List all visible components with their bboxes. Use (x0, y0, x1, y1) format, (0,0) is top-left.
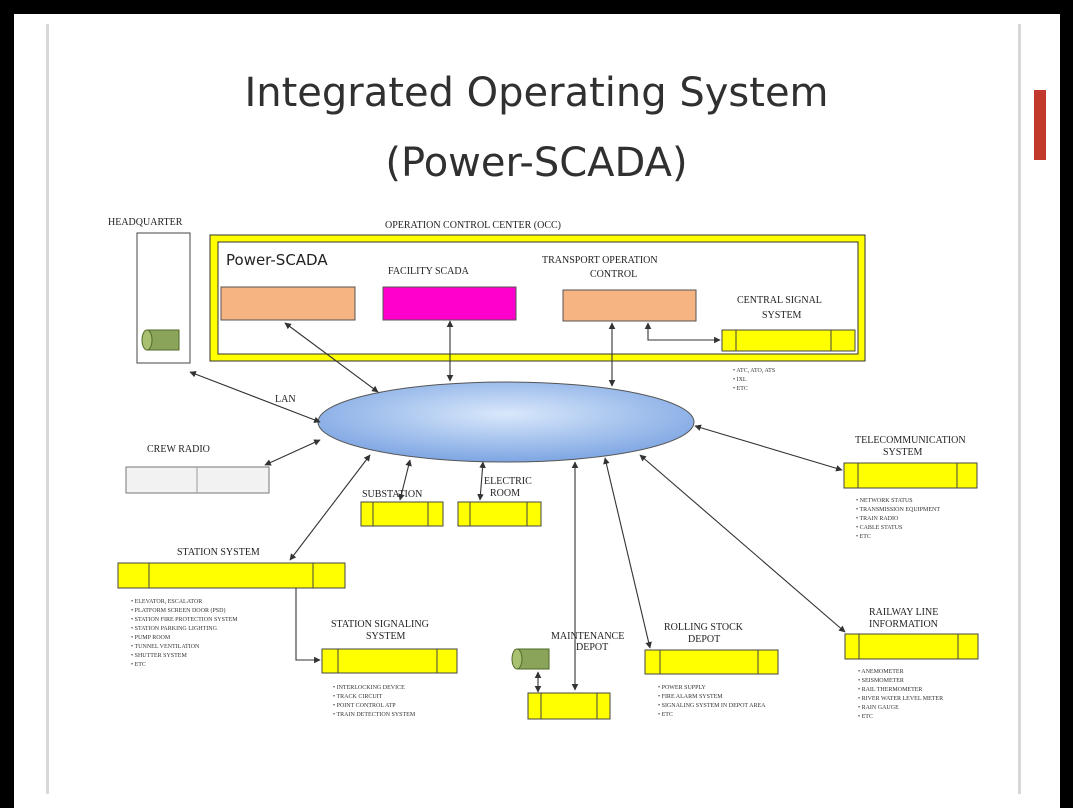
slide-title-line2: (Power-SCADA) (385, 140, 688, 186)
electric-room-box (457, 501, 542, 527)
rolling-stock-bullet: • SIGNALING SYSTEM IN DEPOT AREA (658, 703, 766, 709)
rolling-stock-bullet: • FIRE ALARM SYSTEM (658, 694, 723, 700)
station-bullet: • ELEVATOR, ESCALATOR (131, 599, 202, 605)
telecom-bullet: • TRAIN RADIO (856, 516, 899, 522)
connector-electric-lan (477, 461, 486, 501)
telecom-bullet: • ETC (856, 534, 871, 540)
slide-rule-left (46, 24, 49, 794)
station-bullet: • STATION PARKING LIGHTING (131, 626, 218, 632)
telecom-bullet: • CABLE STATUS (856, 525, 902, 531)
station-signal-bullet: • TRACK CIRCUIT (333, 694, 383, 700)
station-bullet: • SHUTTER SYSTEM (131, 653, 187, 659)
connector-station-signal (295, 588, 321, 664)
station-bullet: • ETC (131, 662, 146, 668)
railway-label-line2: INFORMATION (869, 619, 938, 630)
telecom-label-line2: SYSTEM (883, 447, 923, 458)
central-signal-label-line2: SYSTEM (762, 310, 802, 321)
connector-railway-lan (639, 454, 846, 633)
connector-headquarter-lan (189, 371, 321, 423)
maintenance-database-icon (511, 648, 550, 670)
transport-label-line1: TRANSPORT OPERATION (542, 255, 658, 266)
lan-ellipse (317, 381, 695, 463)
station-signal-box (321, 648, 458, 674)
railway-bullet: • RAIN GAUGE (858, 705, 899, 711)
central-signal-bullet: • ETC (733, 386, 748, 392)
railway-bullet: • ETC (858, 714, 873, 720)
rolling-stock-bullet: • POWER SUPPLY (658, 685, 707, 691)
substation-box (360, 501, 444, 527)
maintenance-label-line2: DEPOT (576, 642, 608, 653)
telecom-bullet: • TRANSMISSION EQUIPMENT (856, 507, 940, 513)
electric-room-label-line1: ELECTRIC (484, 476, 532, 487)
central-signal-box (721, 329, 856, 352)
station-signal-label-line2: SYSTEM (366, 631, 406, 642)
telecom-label-line1: TELECOMMUNICATION (855, 435, 966, 446)
station-signal-bullet: • INTERLOCKING DEVICE (333, 685, 405, 691)
facility-scada-box (382, 286, 517, 321)
station-system-box (117, 562, 346, 589)
station-bullet: • PLATFORM SCREEN DOOR (PSD) (131, 607, 225, 614)
telecom-box (843, 462, 978, 489)
electric-room-label-line2: ROOM (490, 488, 520, 499)
connector-powerscada-lan (284, 322, 379, 393)
railway-bullet: • ANEMOMETER (858, 669, 904, 675)
transport-control-box (562, 289, 697, 322)
station-bullet: • PUMP ROOM (131, 635, 171, 641)
rolling-stock-label-line1: ROLLING STOCK (664, 622, 744, 633)
slide-title-line1: Integrated Operating System (244, 70, 829, 116)
telecom-bullet: • NETWORK STATUS (856, 498, 913, 504)
substation-label: SUBSTATION (362, 489, 422, 500)
occ-title: OPERATION CONTROL CENTER (OCC) (385, 220, 561, 231)
rolling-stock-label-line2: DEPOT (688, 634, 720, 645)
railway-bullet: • RAIL THERMOMETER (858, 687, 922, 693)
railway-info-box (844, 633, 979, 660)
crew-radio-box (125, 466, 270, 494)
station-signal-bullet: • POINT CONTROL ATP (333, 703, 396, 709)
central-signal-bullet: • IXL (733, 377, 747, 383)
connector-station-lan (289, 454, 371, 561)
crew-radio-label: CREW RADIO (147, 444, 210, 455)
station-system-label: STATION SYSTEM (177, 547, 260, 558)
station-signal-label-line1: STATION SIGNALING (331, 619, 429, 630)
slide-rule-right (1018, 24, 1021, 794)
rolling-stock-box (644, 649, 779, 675)
central-signal-bullet: • ATC, ATO, ATS (733, 368, 775, 374)
connector-radio-lan (264, 439, 321, 466)
station-bullet: • STATION FIRE PROTECTION SYSTEM (131, 617, 238, 623)
facility-scada-label: FACILITY SCADA (388, 266, 470, 277)
headquarter-label: HEADQUARTER (108, 217, 183, 228)
accent-bar (1034, 90, 1046, 160)
rolling-stock-bullet: • ETC (658, 712, 673, 718)
power-scada-label: Power-SCADA (226, 251, 328, 269)
maintenance-label-line1: MAINTENANCE (551, 631, 624, 642)
lan-label: LAN (275, 394, 296, 405)
railway-bullet: • SEISMOMETER (858, 678, 904, 684)
connector-transport-signal (644, 322, 721, 344)
connector-substation-lan (398, 459, 412, 501)
railway-bullet: • RIVER WATER LEVEL METER (858, 696, 943, 702)
maintenance-depot-box (527, 692, 611, 720)
transport-label-line2: CONTROL (590, 269, 637, 280)
central-signal-label-line1: CENTRAL SIGNAL (737, 295, 822, 306)
headquarter-database-icon (141, 329, 180, 351)
station-bullet: • TUNNEL VENTILATION (131, 644, 200, 650)
power-scada-box (220, 286, 356, 321)
station-signal-bullet: • TRAIN DETECTION SYSTEM (333, 712, 416, 718)
railway-label-line1: RAILWAY LINE (869, 607, 938, 618)
connectors (189, 320, 846, 693)
